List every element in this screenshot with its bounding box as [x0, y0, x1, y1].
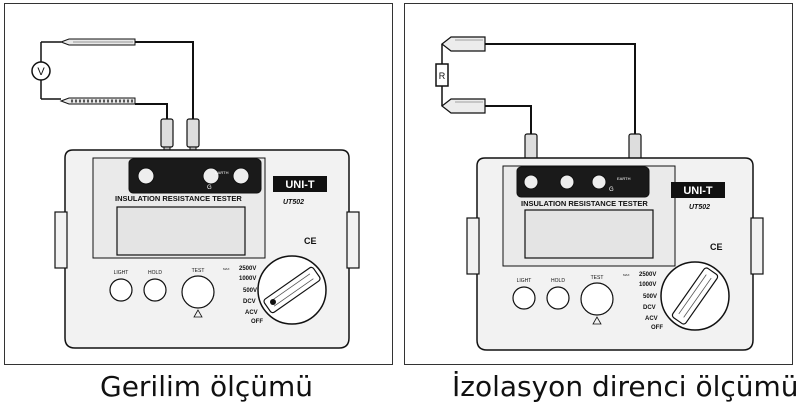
test-button-label: TEST: [192, 268, 205, 274]
terminal-g: [202, 167, 220, 185]
range-500v: 500V: [243, 288, 257, 294]
range-off: OFF: [651, 325, 663, 331]
upper-alligator-clip: [441, 36, 486, 52]
light-button[interactable]: [512, 286, 536, 310]
test-button[interactable]: [580, 282, 614, 316]
light-button-label: LIGHT: [114, 270, 129, 276]
terminal-strip: [128, 158, 262, 194]
brand-badge: [273, 176, 327, 192]
meter-title: INSULATION RESISTANCE TESTER: [521, 199, 648, 208]
terminal-line: [137, 167, 155, 185]
brand-badge: [671, 182, 725, 198]
range-500v: 500V: [643, 294, 657, 300]
voltage-measurement-caption: Gerilim ölçümü: [100, 370, 314, 403]
terminal-earth: [232, 167, 250, 185]
resistor-symbol: R: [435, 63, 449, 87]
range-acv: ACV: [645, 316, 658, 322]
hold-button[interactable]: [143, 278, 167, 302]
model-label: UT502: [689, 204, 710, 211]
range-dcv: DCV: [643, 305, 656, 311]
brand-logo: UNI-T: [285, 179, 315, 191]
probe-lead-red: [485, 43, 636, 134]
max-label: MAX: [623, 273, 630, 277]
probe-lead-black: [135, 103, 168, 119]
range-1000v: 1000V: [639, 282, 656, 288]
light-button-label: LIGHT: [517, 278, 532, 284]
rotary-switch[interactable]: [660, 261, 730, 331]
terminal-g-label: G: [207, 185, 212, 191]
model-label: UT502: [283, 199, 304, 206]
hold-button[interactable]: [546, 286, 570, 310]
brand-logo: UNI-T: [683, 185, 713, 197]
insulation-tester-meter: G EARTH UNI-T UT502 INSULATION RESISTANC…: [54, 149, 360, 349]
range-2500v: 2500V: [639, 272, 656, 278]
terminal-g-label: G: [609, 187, 614, 193]
lcd-screen: [116, 206, 246, 256]
warning-icon: [193, 309, 203, 318]
range-1000v: 1000V: [239, 276, 256, 282]
probe-lead-red: [135, 41, 194, 119]
ce-mark: CE: [710, 242, 723, 252]
light-button[interactable]: [109, 278, 133, 302]
test-button[interactable]: [181, 275, 215, 309]
terminal-earth-label: EARTH: [215, 170, 229, 175]
meter-title: INSULATION RESISTANCE TESTER: [115, 194, 242, 203]
hold-button-label: HOLD: [551, 278, 565, 284]
insulation-tester-meter: G EARTH UNI-T UT502 INSULATION RESISTANC…: [466, 157, 764, 351]
test-button-label: TEST: [591, 275, 604, 281]
terminal-aux: [559, 174, 575, 190]
range-off: OFF: [251, 319, 263, 325]
range-dcv: DCV: [243, 299, 256, 305]
max-label: MAX: [223, 267, 230, 271]
voltmeter-label: V: [37, 66, 45, 78]
probe-lead-black: [485, 105, 532, 134]
voltmeter-symbol: V: [31, 61, 51, 81]
terminal-line: [523, 174, 539, 190]
range-2500v: 2500V: [239, 266, 256, 272]
warning-icon: [592, 316, 602, 325]
insulation-resistance-panel: R G: [404, 3, 793, 365]
resistor-label: R: [439, 71, 446, 81]
lower-alligator-clip: [441, 98, 486, 114]
lower-test-probe: [59, 97, 136, 105]
terminal-strip: [516, 166, 650, 198]
insulation-resistance-caption: İzolasyon direnci ölçümü: [452, 370, 799, 403]
rotary-switch[interactable]: [257, 255, 327, 325]
voltage-measurement-panel: V G: [4, 3, 393, 365]
hold-button-label: HOLD: [148, 270, 162, 276]
lcd-screen: [524, 209, 654, 259]
insulation-resistance-diagram: R G: [435, 36, 764, 351]
terminal-g: [591, 174, 607, 190]
voltage-measurement-diagram: V G: [31, 38, 360, 349]
upper-test-probe: [59, 38, 136, 46]
terminal-earth-label: EARTH: [617, 176, 631, 181]
range-acv: ACV: [245, 310, 258, 316]
ce-mark: CE: [304, 236, 317, 246]
